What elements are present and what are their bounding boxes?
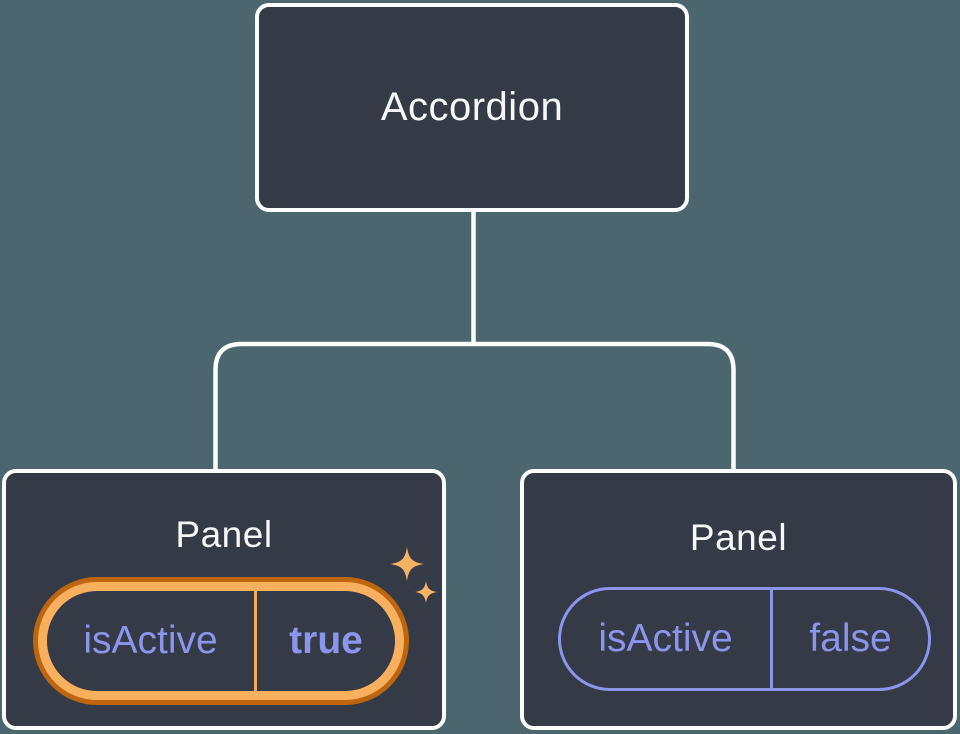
- prop-pill-inner: isActive true: [47, 591, 395, 691]
- prop-name: isActive: [83, 619, 218, 662]
- node-label: Accordion: [380, 85, 564, 129]
- prop-name: isActive: [598, 617, 733, 660]
- node-label: Panel: [175, 514, 273, 555]
- node-accordion: Accordion: [255, 3, 689, 212]
- prop-pill-highlighted: isActive true: [33, 577, 409, 705]
- prop-value-cell: false: [773, 590, 928, 688]
- prop-name-cell: isActive: [47, 591, 254, 691]
- prop-value-cell: true: [257, 591, 395, 691]
- node-panel-inactive: Panel isActive false: [520, 469, 957, 730]
- prop-value: true: [289, 619, 363, 662]
- prop-pill: isActive false: [558, 587, 931, 691]
- pill-divider: [770, 590, 773, 688]
- prop-name-cell: isActive: [561, 590, 770, 688]
- node-panel-active: Panel isActive true: [2, 469, 446, 730]
- pill-divider: [254, 591, 257, 691]
- prop-value: false: [809, 617, 892, 660]
- node-label: Panel: [689, 517, 788, 558]
